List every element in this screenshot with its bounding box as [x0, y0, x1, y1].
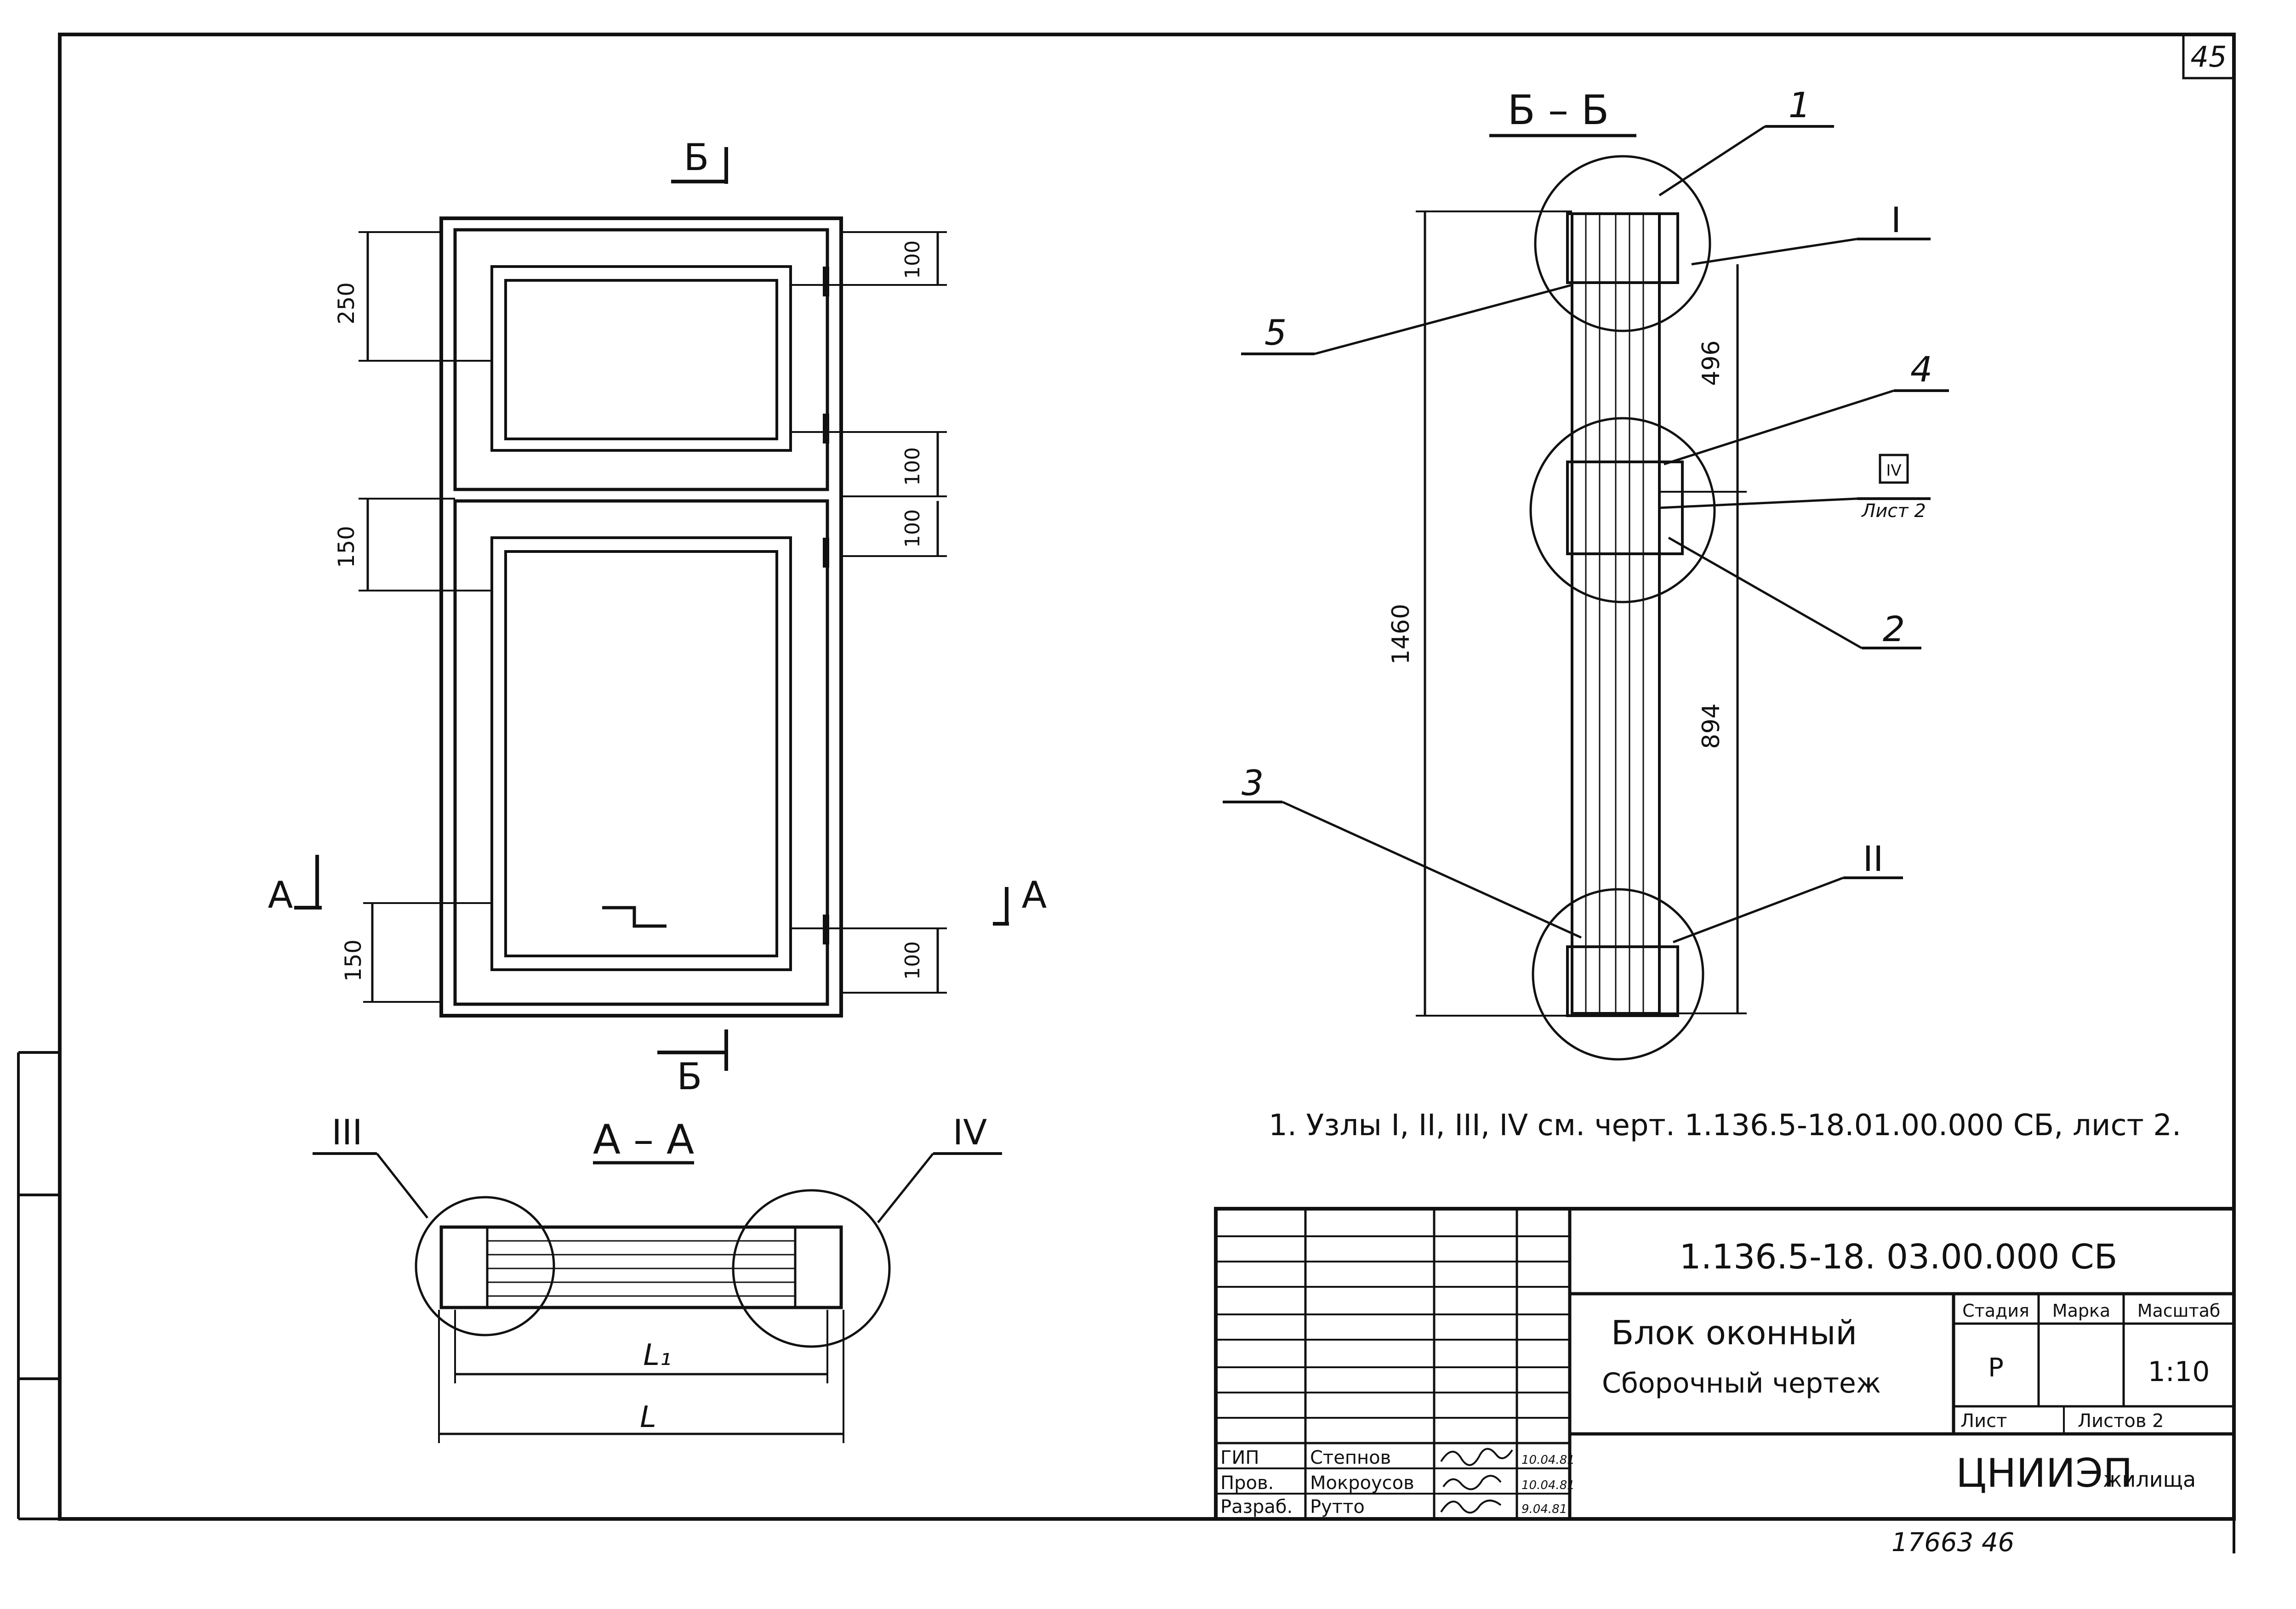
- dim-total: 1460: [1387, 604, 1415, 665]
- note-text: 1. Узлы I, II, III, IV см. черт. 1.136.5…: [1269, 1109, 2181, 1143]
- dim-l1: L₁: [643, 1338, 671, 1372]
- signatures: [1440, 1448, 1513, 1514]
- callout-node-III: III: [331, 1112, 362, 1153]
- drawing-subtitle: Сборочный чертеж: [1602, 1367, 1881, 1399]
- dim-hinge-3: 100: [901, 509, 924, 548]
- sheet-number-box: [2182, 33, 2235, 80]
- ref-node-box: [1879, 454, 1909, 484]
- lower-sash-outer: [490, 536, 792, 971]
- cut-b-bottom-label: Б: [677, 1055, 702, 1098]
- row-date-3: 9.04.81: [1521, 1502, 1567, 1516]
- node-I-circle: [1534, 155, 1711, 332]
- mark-label: Марка: [2052, 1301, 2110, 1321]
- row-date-2: 10.04.81: [1521, 1478, 1575, 1492]
- dim-hinge-2: 100: [901, 447, 924, 486]
- sheets-label: Листов 2: [2078, 1410, 2164, 1432]
- stage-value: Р: [1988, 1353, 2004, 1383]
- lower-glass: [504, 550, 778, 957]
- cut-a-left-label: А: [268, 874, 293, 916]
- outer-frame: [439, 216, 843, 1018]
- scale-value: 1:10: [2148, 1356, 2210, 1388]
- callout-4: 4: [1910, 349, 1932, 390]
- drawing-name: Блок оконный: [1611, 1313, 1857, 1352]
- row-role-1: ГИП: [1220, 1447, 1259, 1468]
- callout-2: 2: [1883, 608, 1905, 649]
- title-block: [1214, 1207, 2236, 1521]
- scale-label: Масштаб: [2137, 1301, 2221, 1321]
- window-handle: [602, 906, 667, 928]
- upper-sash-outer: [490, 265, 792, 452]
- hinge: [823, 538, 829, 568]
- plan-dims: [438, 1310, 844, 1443]
- dim-hinge-1: 100: [901, 240, 924, 279]
- callout-3: 3: [1242, 762, 1264, 803]
- hinge: [823, 915, 829, 944]
- node-II-circle: [1532, 888, 1704, 1061]
- cut-a-right-label: А: [1022, 874, 1047, 916]
- sheet-number: 45: [2191, 40, 2227, 74]
- callout-node-I: I: [1891, 199, 1901, 240]
- left-margin-strip: [17, 1051, 60, 1520]
- row-role-3: Разраб.: [1220, 1496, 1293, 1518]
- org-suffix: жилища: [2103, 1467, 2196, 1492]
- row-date-1: 10.04.81: [1521, 1453, 1575, 1467]
- hinge: [823, 267, 829, 296]
- row-name-3: Рутто: [1310, 1496, 1365, 1518]
- upper-sash-frame: [453, 228, 829, 491]
- dim-l: L: [640, 1400, 656, 1434]
- org-name: ЦНИИЭП: [1956, 1450, 2133, 1496]
- callout-leaders: [1223, 125, 1949, 944]
- row-name-1: Степнов: [1310, 1447, 1391, 1468]
- dim-hinge-4: 100: [901, 941, 924, 980]
- dim-lower: 894: [1698, 703, 1725, 749]
- node-middle-circle: [1529, 417, 1716, 603]
- dim-upper: 496: [1698, 340, 1725, 386]
- section-aa-profile: [439, 1225, 843, 1309]
- dim-bottom-offset: 150: [341, 939, 366, 982]
- sheet-label: Лист: [1960, 1410, 2007, 1432]
- ref-node-label: IV: [1886, 461, 1901, 480]
- dim-mid-offset: 150: [334, 526, 359, 568]
- cut-b-top-label: Б: [684, 136, 709, 179]
- row-name-2: Мокроусов: [1310, 1473, 1414, 1494]
- node-III-circle: [415, 1196, 555, 1336]
- drawing-code: 1.136.5-18. 03.00.000 СБ: [1680, 1237, 2118, 1277]
- section-aa-leaders: [313, 1152, 1002, 1223]
- callout-5: 5: [1265, 312, 1287, 353]
- section-bb-profile: [1566, 212, 1684, 1017]
- section-bb-title: Б – Б: [1508, 86, 1609, 134]
- node-IV-circle: [732, 1189, 891, 1348]
- sheet-border: [58, 33, 2236, 1521]
- callout-node-II: II: [1863, 838, 1884, 879]
- elevation-left-dims: [359, 231, 492, 1003]
- elevation-right-dims: [791, 231, 947, 994]
- dim-top-offset: 250: [334, 282, 359, 324]
- section-bb-dims: [1416, 210, 1747, 1017]
- section-aa-title: А – А: [593, 1116, 694, 1163]
- callout-node-IV: IV: [953, 1112, 987, 1153]
- stage-label: Стадия: [1962, 1301, 2029, 1321]
- callout-1: 1: [1789, 85, 1811, 125]
- upper-glass: [504, 279, 778, 440]
- bottom-numbers: 17663 46: [1891, 1528, 2014, 1558]
- ref-sheet-label: Лист 2: [1861, 500, 1926, 522]
- row-role-2: Пров.: [1220, 1473, 1274, 1494]
- lower-sash-frame: [453, 499, 829, 1006]
- window-elevation: [439, 216, 843, 1018]
- hinge: [823, 414, 829, 443]
- cut-marks: [294, 147, 1009, 1071]
